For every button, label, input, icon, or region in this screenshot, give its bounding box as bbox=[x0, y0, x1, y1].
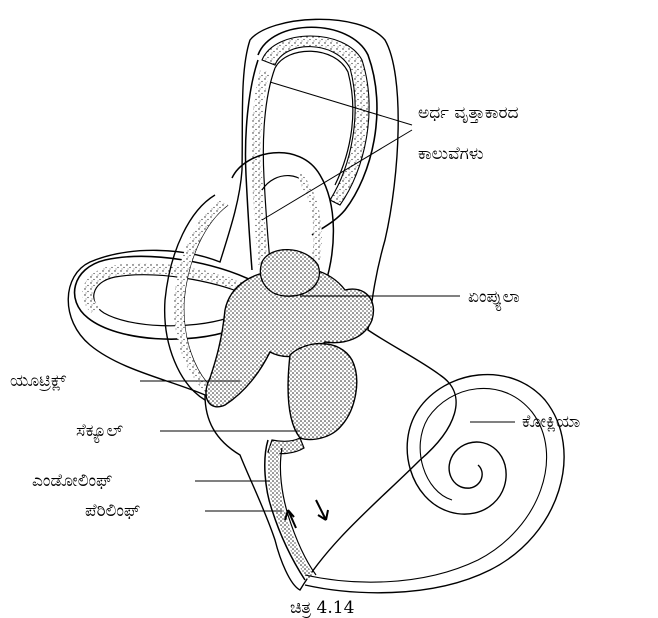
leader-canal-top bbox=[270, 82, 412, 125]
label-endolymph: ಎಂಡೋಲಿಂಫ್ bbox=[32, 471, 112, 491]
anterior-canal-inner bbox=[275, 51, 353, 185]
figure-caption: ಚಿತ್ರ 4.14 bbox=[290, 598, 354, 618]
label-semicircular-canals-line1: ಅರ್ಧ ವೃತ್ತಾಕಾರದ bbox=[418, 103, 518, 123]
label-saccule: ಸೆಕ್ಯೂಲ್ bbox=[76, 421, 123, 441]
ampulla-bulge bbox=[260, 250, 319, 297]
arrow-endolymph bbox=[316, 500, 328, 520]
leader-canal-bottom bbox=[262, 130, 412, 220]
label-perilymph: ಪೆರಿಲಿಂಫ್ bbox=[85, 501, 140, 521]
label-semicircular-canals-line2: ಕಾಲುವೆಗಳು bbox=[418, 144, 484, 164]
label-ampulla: ಏಂಪ್ಯುಲಾ bbox=[468, 287, 520, 307]
saccule-body bbox=[288, 344, 357, 440]
label-utricle: ಯೂಟ್ರಿಕ್ಲ್ bbox=[10, 371, 66, 391]
label-cochlea: ಕೋಕ್ಲಿಯಾ bbox=[522, 412, 580, 432]
